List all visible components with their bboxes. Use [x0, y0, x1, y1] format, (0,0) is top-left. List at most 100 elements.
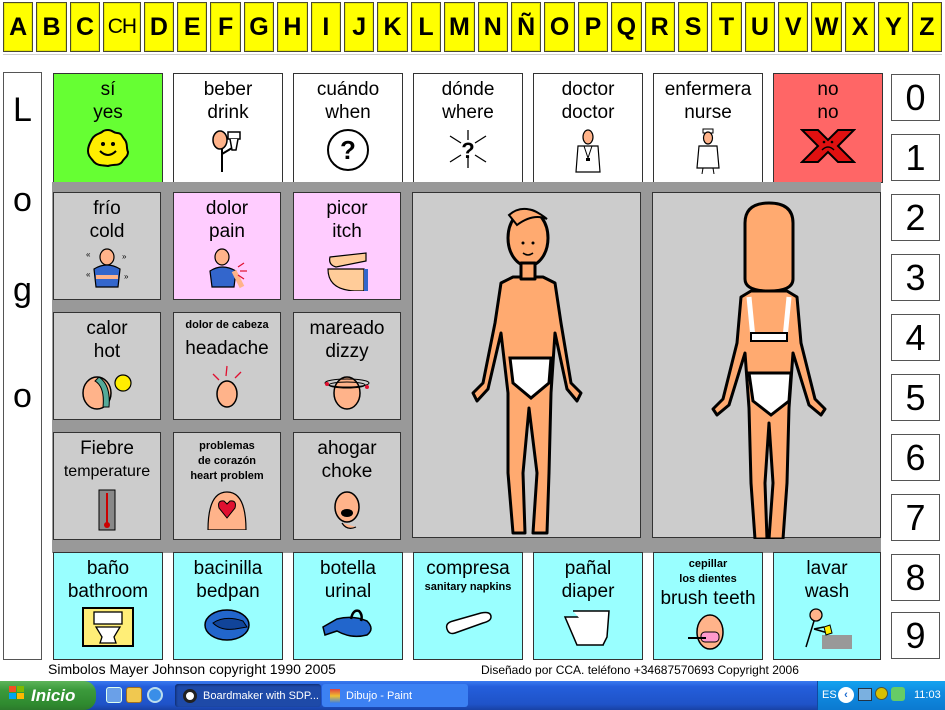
tile-label-en: heart problem — [190, 470, 264, 482]
number-0[interactable]: 0 — [891, 74, 940, 121]
tile-temperature[interactable]: Fiebre temperature — [53, 432, 161, 540]
tile-diaper[interactable]: pañal diaper — [533, 552, 643, 660]
letter-p[interactable]: P — [577, 2, 609, 52]
letter-f[interactable]: F — [210, 2, 241, 52]
tile-label-es: sí — [100, 79, 116, 100]
washing-hands-icon — [802, 607, 852, 649]
letter-y[interactable]: Y — [878, 2, 909, 52]
tile-nurse[interactable]: enfermera nurse — [653, 73, 763, 183]
tile-label-en: hot — [93, 341, 121, 362]
letter-t[interactable]: T — [711, 2, 742, 52]
letter-a[interactable]: A — [3, 2, 34, 52]
number-5[interactable]: 5 — [891, 374, 940, 421]
scratching-arm-icon — [322, 247, 372, 291]
letter-z[interactable]: Z — [911, 2, 943, 52]
network-icon[interactable] — [858, 688, 872, 701]
tile-label-es: cuándo — [316, 79, 380, 100]
tile-pain[interactable]: dolor pain — [173, 192, 281, 300]
tile-heart-problem[interactable]: problemas de corazón heart problem — [173, 432, 281, 540]
letter-n[interactable]: N — [477, 2, 508, 52]
number-9[interactable]: 9 — [891, 612, 940, 659]
letter-x[interactable]: X — [844, 2, 876, 52]
letter-o[interactable]: O — [544, 2, 575, 52]
tile-bathroom[interactable]: baño bathroom — [53, 552, 163, 660]
letter-w[interactable]: W — [811, 2, 842, 52]
number-3[interactable]: 3 — [891, 254, 940, 301]
task-paint[interactable]: Dibujo - Paint — [322, 684, 468, 707]
media-icon[interactable] — [106, 687, 122, 703]
svg-text:?: ? — [340, 135, 356, 165]
tile-label-en: wash — [804, 581, 850, 602]
tile-label-es: bacinilla — [193, 558, 263, 579]
ie-icon[interactable] — [147, 687, 163, 703]
letter-q[interactable]: Q — [611, 2, 642, 52]
letter-s[interactable]: S — [677, 2, 709, 52]
tile-where[interactable]: dónde where ? — [413, 73, 523, 183]
tile-bedpan[interactable]: bacinilla bedpan — [173, 552, 283, 660]
messenger-icon[interactable] — [875, 687, 888, 700]
letter-k[interactable]: K — [377, 2, 408, 52]
letter-m[interactable]: M — [444, 2, 475, 52]
network-disconnected-icon[interactable] — [891, 687, 905, 701]
task-label: Boardmaker with SDP... — [203, 689, 319, 702]
red-x-frown-icon — [800, 128, 856, 164]
letter-r[interactable]: R — [644, 2, 675, 52]
urinal-bottle-icon — [319, 607, 377, 641]
letter-u[interactable]: U — [744, 2, 776, 52]
letter-j[interactable]: J — [344, 2, 375, 52]
tile-doctor[interactable]: doctor doctor — [533, 73, 643, 183]
tile-urinal[interactable]: botella urinal — [293, 552, 403, 660]
toilet-icon — [82, 607, 134, 647]
start-button[interactable]: Inicio — [0, 681, 96, 710]
tile-label-en: pain — [209, 221, 245, 242]
letter-v[interactable]: V — [778, 2, 809, 52]
number-6[interactable]: 6 — [891, 434, 940, 481]
task-label: Dibujo - Paint — [346, 689, 413, 702]
tile-label-es: calor — [86, 318, 128, 339]
logo-column[interactable]: L o g o — [3, 72, 42, 660]
letter-i[interactable]: I — [310, 2, 341, 52]
clock[interactable]: 11:03 — [914, 689, 941, 701]
body-front-panel[interactable] — [412, 192, 641, 538]
number-1[interactable]: 1 — [891, 134, 940, 181]
tile-label-es: Fiebre — [80, 438, 134, 459]
tile-sanitary-napkins[interactable]: compresa sanitary napkins — [413, 552, 523, 660]
task-boardmaker[interactable]: Boardmaker with SDP... — [175, 684, 321, 707]
tile-dizzy[interactable]: mareado dizzy — [293, 312, 401, 420]
expand-tray-icon[interactable]: ‹ — [838, 687, 854, 703]
body-back-panel[interactable] — [652, 192, 881, 541]
tile-itch[interactable]: picor itch — [293, 192, 401, 300]
tile-yes[interactable]: sí yes — [53, 73, 163, 183]
alphabet-bar: A B C CH D E F G H I J K L M N Ñ O P Q R… — [3, 2, 943, 52]
letter-ch[interactable]: CH — [103, 2, 141, 52]
tile-when[interactable]: cuándo when ? — [293, 73, 403, 183]
shoulder-pain-icon — [204, 247, 250, 289]
letter-enye[interactable]: Ñ — [510, 2, 542, 52]
number-7[interactable]: 7 — [891, 494, 940, 541]
folder-icon[interactable] — [126, 687, 142, 703]
letter-g[interactable]: G — [243, 2, 275, 52]
letter-b[interactable]: B — [36, 2, 67, 52]
tile-brush-teeth[interactable]: cepillar los dientes brush teeth — [653, 552, 763, 660]
tile-choke[interactable]: ahogar choke — [293, 432, 401, 540]
letter-e[interactable]: E — [177, 2, 208, 52]
number-4[interactable]: 4 — [891, 314, 940, 361]
tile-wash[interactable]: lavar wash — [773, 552, 881, 660]
tile-cold[interactable]: frío cold «»«» — [53, 192, 161, 300]
letter-h[interactable]: H — [277, 2, 308, 52]
number-2[interactable]: 2 — [891, 194, 940, 241]
language-indicator[interactable]: ES — [822, 689, 837, 701]
number-8[interactable]: 8 — [891, 554, 940, 601]
system-tray: ES ‹ 11:03 — [817, 681, 945, 710]
tile-label-en: yes — [93, 102, 123, 123]
tile-drink[interactable]: beber drink — [173, 73, 283, 183]
letter-d[interactable]: D — [143, 2, 175, 52]
tile-label-es: mareado — [309, 318, 385, 339]
doctor-icon — [573, 128, 603, 174]
tile-hot[interactable]: calor hot — [53, 312, 161, 420]
tile-headache[interactable]: dolor de cabeza headache — [173, 312, 281, 420]
letter-c[interactable]: C — [69, 2, 101, 52]
letter-l[interactable]: L — [410, 2, 442, 52]
tile-label-es: problemas — [199, 440, 255, 452]
tile-no[interactable]: no no — [773, 73, 883, 183]
